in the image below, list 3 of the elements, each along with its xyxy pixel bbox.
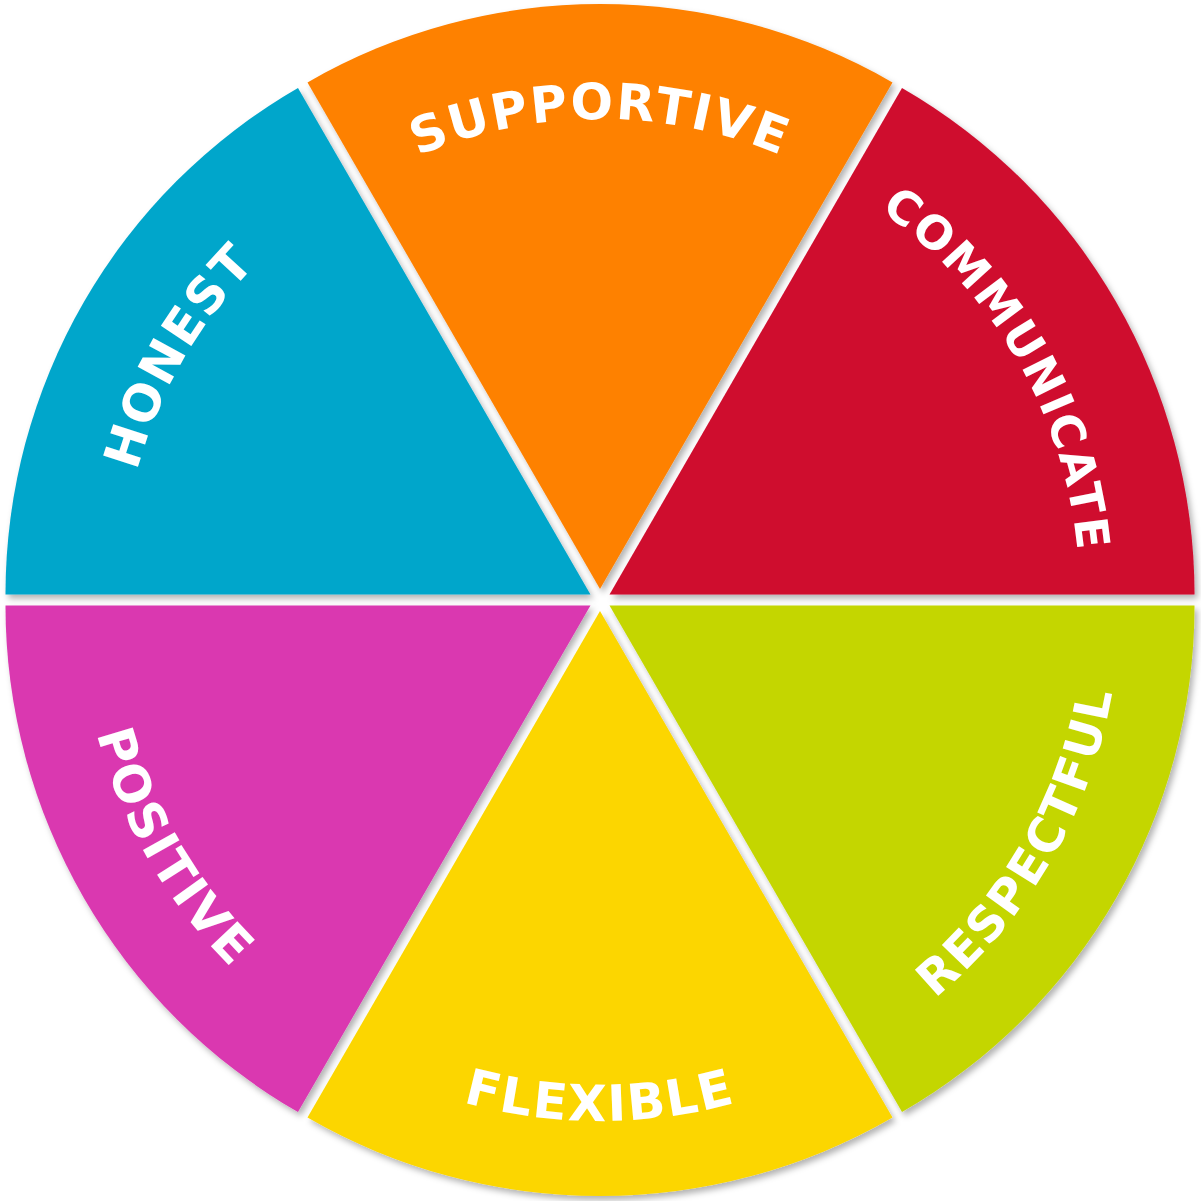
- wheel-segment: [307, 611, 893, 1195]
- segment-label: SUPPORTIVE: [401, 72, 799, 167]
- segment-label: FLEXIBLE: [460, 1057, 740, 1134]
